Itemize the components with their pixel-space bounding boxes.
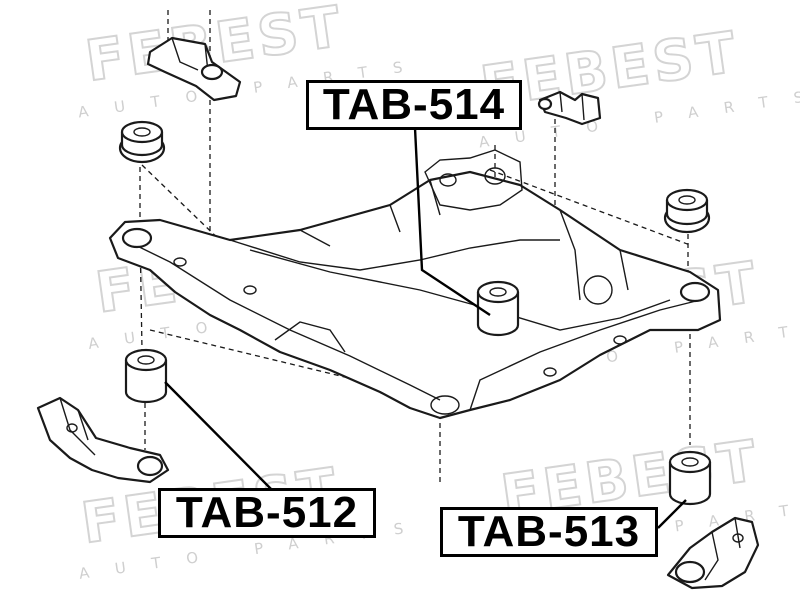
lower-right-mount-bracket bbox=[666, 516, 760, 590]
bushing-tab-512 bbox=[124, 348, 168, 404]
lower-left-mount-bracket bbox=[36, 396, 170, 484]
upper-left-mount-bracket bbox=[146, 36, 242, 102]
label-tab-512: TAB-512 bbox=[158, 488, 376, 538]
label-tab-514: TAB-514 bbox=[306, 80, 522, 130]
upper-right-small-bracket bbox=[537, 90, 602, 126]
bushing-upper-right bbox=[663, 188, 711, 234]
subframe-body bbox=[108, 149, 722, 420]
bushing-tab-514 bbox=[476, 280, 520, 337]
label-tab-513: TAB-513 bbox=[440, 507, 658, 557]
bushing-tab-513 bbox=[668, 450, 712, 506]
bushing-upper-left bbox=[118, 120, 166, 164]
label-leaders bbox=[164, 127, 687, 529]
